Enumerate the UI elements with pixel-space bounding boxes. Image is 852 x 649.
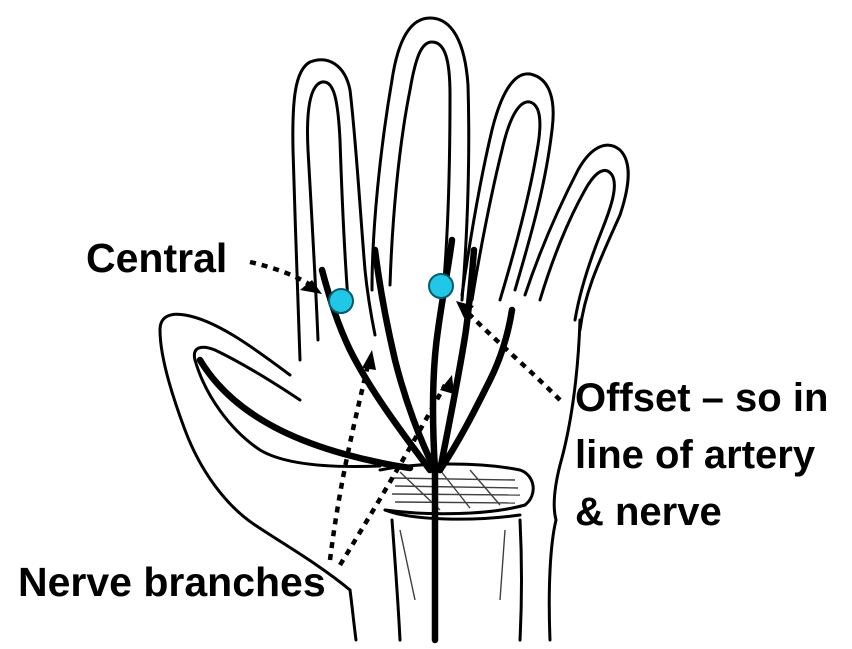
label-offset-line-2: line of artery <box>575 433 816 477</box>
label-offset: Offset – so in line of artery & nerve <box>575 370 828 541</box>
wrist-band-hatching <box>391 469 521 601</box>
label-offset-line-1: Offset – so in <box>575 376 829 420</box>
arrow-head-nerve-2 <box>440 375 454 394</box>
hand-outline <box>158 16 630 642</box>
nerve-paths <box>196 236 516 644</box>
arrow-head-nerve-1 <box>362 350 376 370</box>
label-nerve-branches: Nerve branches <box>18 559 326 605</box>
offset-marker <box>428 273 454 299</box>
central-marker <box>328 288 354 314</box>
arrow-head-offset <box>456 301 474 318</box>
label-offset-line-3: & nerve <box>575 490 722 534</box>
arrow-lines <box>249 259 562 567</box>
arrow-head-central <box>300 280 322 294</box>
arrow-heads <box>300 280 474 394</box>
label-central: Central <box>86 235 228 281</box>
